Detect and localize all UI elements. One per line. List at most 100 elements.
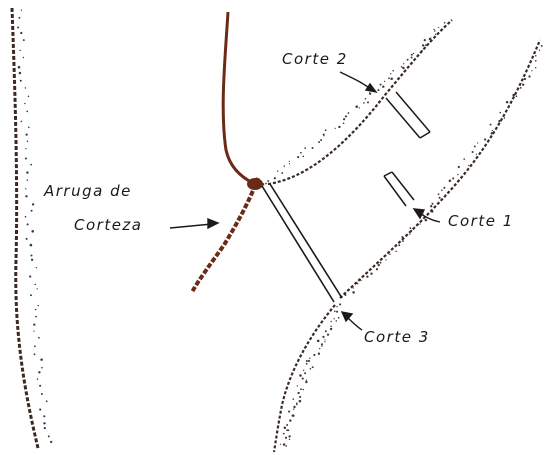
stipple-dot [17, 26, 20, 29]
stipple-dot [355, 105, 358, 108]
stipple-dot [467, 164, 470, 166]
stipple-dot [338, 125, 341, 129]
stipple-dot [336, 305, 338, 308]
stipple-dot [329, 327, 333, 331]
stipple-dot [419, 223, 421, 225]
stipple-dot [330, 320, 332, 323]
bark-stipple-dots [17, 9, 543, 447]
stipple-dot [406, 58, 409, 61]
stipple-dot [477, 142, 479, 144]
stipple-dot [448, 179, 452, 182]
stipple-dot [334, 127, 336, 130]
stipple-dot [318, 141, 321, 144]
stipple-dot [363, 102, 365, 104]
stipple-dot [304, 147, 307, 149]
stipple-dot [313, 353, 316, 357]
stipple-dot [305, 379, 308, 381]
stipple-dot [25, 195, 28, 198]
stipple-dot [24, 102, 26, 105]
stipple-dot [273, 177, 277, 180]
trunk-right-edge-upper [221, 11, 256, 186]
stipple-dot [295, 402, 298, 405]
stipple-dot [484, 138, 487, 141]
stipple-dot [286, 429, 288, 432]
stipple-dot [261, 183, 265, 186]
stipple-dot [402, 66, 405, 70]
stipple-dot [288, 163, 291, 165]
stipple-dot [366, 101, 370, 104]
stipple-dot [25, 133, 28, 136]
stipple-dot [375, 268, 379, 271]
stipple-dot [302, 155, 305, 158]
stipple-dot [40, 358, 43, 361]
stipple-dot [437, 193, 440, 195]
branch-lower-edge [339, 39, 542, 299]
stipple-dot [379, 83, 382, 86]
stipple-dot [463, 158, 466, 160]
stipple-dot [322, 133, 325, 136]
corte2-line-a [385, 97, 421, 139]
stipple-dot [305, 362, 308, 365]
stipple-dot [40, 393, 43, 395]
trunk-right-edge-lower [272, 304, 336, 453]
stipple-dot [39, 384, 42, 387]
stipple-dot [324, 330, 327, 333]
stipple-dot [34, 308, 37, 311]
stipple-dot [395, 250, 397, 253]
stipple-dot [321, 345, 323, 347]
stipple-dot [286, 424, 289, 426]
arrow-corte3 [340, 311, 363, 331]
corte1-line-b [391, 171, 415, 201]
stipple-dot [377, 263, 380, 267]
stipple-dot [30, 258, 34, 261]
arrow-corte2 [339, 71, 378, 94]
stipple-dot [366, 275, 369, 278]
stipple-dot [324, 129, 327, 132]
stipple-dot [498, 120, 501, 123]
stipple-dot [26, 223, 29, 226]
trunk-left-edge [10, 7, 40, 449]
label-corte1: Corte 1 [448, 212, 514, 230]
stipple-dot [317, 352, 321, 355]
stipple-dot [17, 65, 21, 69]
stipple-dot [330, 325, 332, 328]
stipple-dot [302, 388, 304, 391]
stipple-dot [389, 253, 391, 255]
stipple-dot [288, 438, 291, 441]
stipple-dot [503, 117, 506, 119]
stipple-dot [319, 347, 321, 350]
stipple-dot [26, 171, 29, 174]
stipple-dot [358, 107, 360, 109]
stipple-dot [344, 294, 347, 296]
stipple-dot [283, 426, 287, 429]
stipple-dot [505, 100, 509, 104]
stipple-dot [347, 112, 350, 114]
stipple-dot [523, 77, 527, 81]
stipple-dot [410, 229, 413, 232]
stipple-dot [22, 56, 25, 59]
stipple-dot [522, 83, 525, 86]
stipple-dot [26, 179, 29, 181]
stipple-dot [519, 87, 522, 89]
stipple-dot [421, 44, 425, 47]
branch-upper-edge [267, 19, 453, 186]
stipple-dot [434, 33, 437, 35]
stipple-dot [402, 240, 404, 242]
bark-ridge [190, 177, 260, 293]
stipple-dot [288, 435, 291, 438]
stipple-dot [457, 165, 460, 169]
stipple-dot [24, 215, 27, 218]
stipple-dot [296, 403, 298, 406]
stipple-dot [36, 288, 38, 290]
stipple-dot [43, 415, 46, 418]
stipple-dot [471, 150, 474, 154]
stipple-dot [30, 254, 33, 257]
stipple-dot [281, 172, 284, 174]
stipple-dot [425, 44, 427, 47]
stipple-dot [409, 233, 411, 235]
stipple-dot [457, 173, 459, 176]
stipple-dot [20, 31, 23, 35]
stipple-dot [22, 39, 25, 42]
stipple-dot [50, 440, 53, 444]
